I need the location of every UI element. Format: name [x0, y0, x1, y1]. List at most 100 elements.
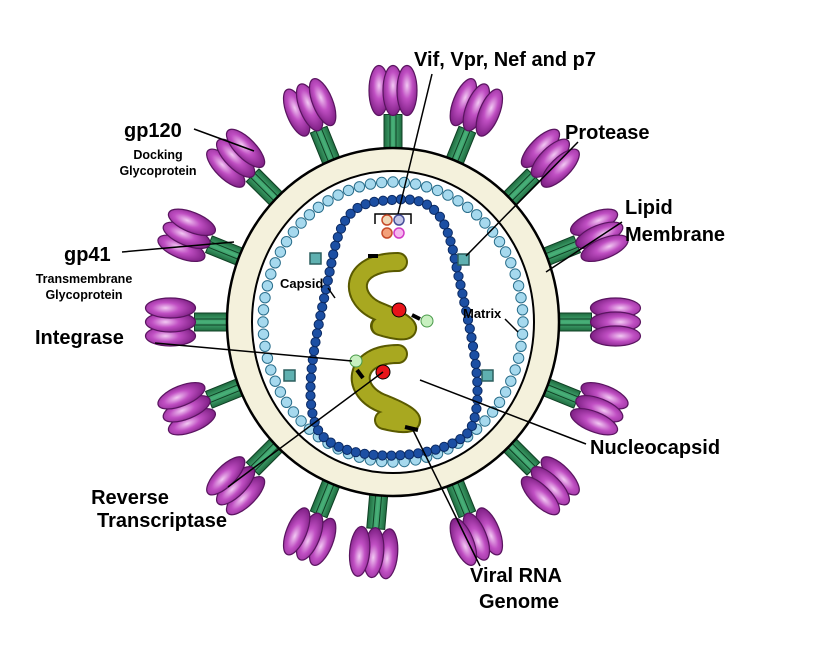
reverse-transcriptase-top: [391, 302, 407, 318]
capsid-bead: [457, 288, 468, 299]
matrix-bead: [512, 280, 525, 292]
capsid-bead: [305, 390, 316, 401]
capsid-bead: [445, 236, 456, 247]
matrix-bead: [261, 352, 274, 364]
matrix-layer: [257, 176, 529, 468]
matrix-bead: [322, 195, 334, 207]
matrix-bead: [479, 415, 491, 427]
capsid-bead: [322, 275, 333, 286]
matrix-bead: [515, 340, 527, 352]
capsid-bead: [319, 293, 330, 304]
capsid-bead: [472, 376, 483, 387]
capsid-cone: [305, 194, 483, 461]
matrix-bead: [257, 328, 270, 340]
capsid-bead: [378, 195, 389, 206]
label-reverse: Reverse: [91, 487, 169, 509]
matrix-bead: [442, 189, 454, 201]
capsid-bead: [360, 199, 371, 210]
spike: [157, 376, 249, 436]
matrix-bead: [259, 340, 271, 352]
matrix-bead: [261, 280, 274, 292]
matrix-bead: [420, 181, 433, 193]
capsid-bead: [469, 412, 480, 423]
label-gp41-transmembrane: Transmembrane: [36, 272, 133, 286]
spike: [444, 78, 504, 169]
capsid-bead: [306, 399, 317, 410]
capsid-bead: [472, 385, 483, 396]
spike: [144, 297, 233, 347]
matrix-bead: [431, 184, 444, 197]
capsid-bead: [386, 450, 397, 461]
label-nucleocapsid: Nucleocapsid: [590, 437, 720, 459]
matrix-bead: [274, 246, 287, 258]
capsid-bead: [377, 450, 388, 461]
capsid-bead: [335, 223, 347, 234]
matrix-bead: [287, 226, 300, 238]
matrix-bead: [493, 236, 506, 248]
capsid-bead: [311, 328, 323, 339]
matrix-bead: [280, 236, 293, 248]
capsid-bead: [455, 434, 466, 445]
label-gp120-docking: Docking: [133, 148, 182, 162]
capsid-bead: [308, 345, 320, 357]
matrix-bead: [295, 217, 307, 229]
spike: [282, 78, 342, 169]
matrix-bead: [499, 246, 512, 258]
capsid-bead: [466, 420, 477, 432]
capsid-bead: [326, 258, 337, 269]
capsid-bead: [469, 350, 480, 361]
matrix-bead: [269, 257, 281, 269]
spike: [553, 297, 642, 347]
integrase-top: [420, 314, 434, 328]
capsid-bead: [434, 211, 445, 222]
capsid-bead: [404, 449, 415, 460]
label-vif-vpr-nef-p7: Vif, Vpr, Nef and p7: [414, 49, 596, 71]
matrix-bead: [499, 386, 512, 398]
matrix-bead: [269, 375, 281, 387]
matrix-bead: [312, 201, 325, 214]
capsid-bead: [466, 332, 477, 343]
matrix-bead: [517, 316, 529, 328]
capsid-bead: [421, 199, 433, 210]
capsid-bead: [395, 450, 406, 461]
capsid-bead: [453, 271, 464, 282]
matrix-bead: [265, 364, 277, 376]
capsid-bead: [462, 428, 473, 439]
capsid-bead: [471, 403, 482, 414]
spike: [444, 475, 504, 566]
label-gp41: gp41: [64, 244, 111, 266]
label-transcriptase: Transcriptase: [97, 510, 227, 532]
label-viral-rna: Viral RNA: [470, 565, 562, 587]
leader-lines: [121, 73, 623, 567]
matrix-bead: [509, 268, 521, 280]
capsid-bead: [386, 194, 398, 206]
label-capsid: Capsid: [280, 276, 323, 291]
matrix-bead: [479, 217, 491, 229]
spike: [499, 434, 580, 516]
matrix-bead: [452, 195, 464, 207]
capsid-bead: [330, 240, 341, 251]
matrix-bead: [505, 257, 517, 269]
capsid-bead: [439, 441, 450, 452]
label-gp120: gp120: [124, 120, 182, 142]
matrix-bead: [295, 415, 307, 427]
capsid-bead: [467, 341, 479, 352]
label-matrix: Matrix: [463, 306, 502, 321]
capsid-bead: [325, 437, 336, 448]
capsid-bead: [345, 208, 356, 219]
capsid-bead: [413, 448, 424, 459]
matrix-bead: [364, 178, 377, 190]
matrix-bead: [461, 201, 474, 214]
capsid-bead: [305, 372, 316, 383]
capsid-bead: [471, 367, 482, 378]
matrix-bead: [259, 292, 271, 304]
capsid-bead: [350, 447, 361, 458]
matrix-bead: [332, 189, 344, 201]
capsid-bead: [317, 301, 328, 313]
capsid-bead: [442, 227, 453, 238]
capsid-bead: [328, 249, 339, 260]
label-integrase: Integrase: [35, 327, 124, 349]
viral-rna-genome: [347, 252, 421, 434]
